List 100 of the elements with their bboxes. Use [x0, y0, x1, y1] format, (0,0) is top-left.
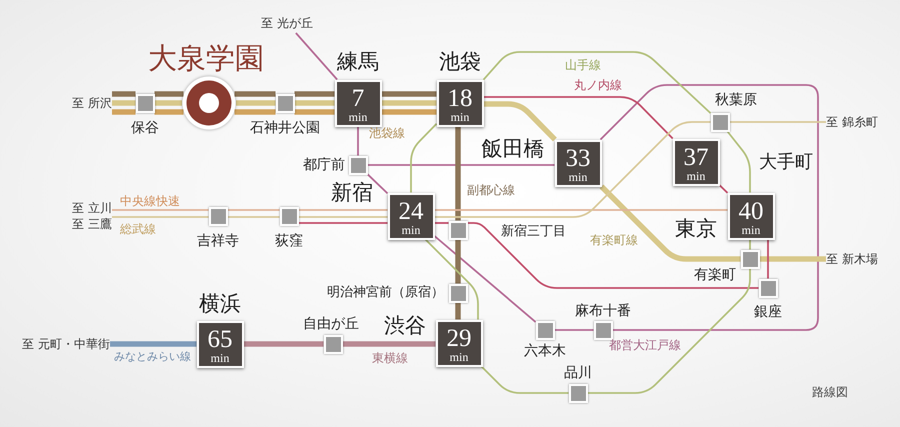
line-name-label: 都営大江戸線 — [609, 338, 681, 352]
line-name-label: 東横線 — [372, 351, 408, 365]
rail-line — [112, 216, 208, 218]
station-name: 渋谷 — [384, 314, 426, 338]
station-name: 自由が丘 — [303, 316, 359, 332]
destination-label: 至 光が丘 — [261, 13, 313, 33]
rail-line — [726, 130, 751, 192]
station-name: 池袋 — [439, 50, 481, 74]
station-name: 飯田橋 — [482, 138, 544, 160]
rail-line — [228, 216, 280, 218]
station-name: 有楽町 — [694, 267, 736, 283]
station-name: 銀座 — [754, 304, 782, 320]
line-name-label: 副都心線 — [467, 183, 515, 197]
line-name-label: 丸ノ内線 — [574, 78, 622, 92]
station-name: 秋葉原 — [715, 92, 757, 108]
station-name: 横浜 — [199, 292, 241, 316]
destination-label: 至 所沢 — [72, 93, 112, 113]
station-name: 保谷 — [131, 120, 159, 136]
station-name: 石神井公園 — [250, 120, 320, 136]
station-name: 都庁前 — [303, 157, 345, 173]
rail-line — [357, 126, 359, 156]
station-name: 新宿三丁目 — [501, 224, 566, 240]
rail-line — [455, 126, 461, 220]
rail-line — [294, 109, 334, 115]
rail-line — [600, 84, 819, 331]
rail-line — [228, 209, 280, 211]
station-name: 練馬 — [337, 50, 379, 74]
rail-line — [294, 91, 334, 97]
rail-line — [382, 91, 436, 97]
rail-line — [434, 121, 710, 218]
rail-line — [234, 91, 276, 97]
rail-line — [760, 256, 826, 262]
rail-line — [455, 302, 461, 320]
station-name: 品川 — [564, 365, 592, 381]
map-caption: 路線図 — [812, 385, 848, 399]
line-name-label: 有楽町線 — [590, 233, 638, 247]
rail-line — [298, 209, 388, 211]
travel-time-box: 65 min — [196, 320, 244, 368]
line-name-label: 山手線 — [565, 58, 601, 72]
rail-line — [730, 121, 826, 123]
rail-line — [244, 341, 324, 347]
rail-line — [434, 235, 536, 323]
rail-line — [294, 100, 334, 106]
rail-line — [368, 164, 554, 166]
rail-line — [382, 100, 436, 106]
rail-line — [298, 216, 388, 218]
station-name: 明治神宮前（原宿） — [327, 285, 444, 301]
rail-line — [480, 366, 568, 394]
travel-time-box: 7 min — [334, 80, 382, 126]
rail-line — [434, 222, 448, 224]
travel-time-box: 37 min — [672, 138, 720, 186]
rail-line — [410, 123, 438, 192]
line-name-label: 池袋線 — [369, 126, 405, 140]
rail-line — [112, 100, 136, 106]
rail-line — [767, 240, 769, 278]
rail-line — [112, 91, 136, 97]
rail-line — [342, 341, 436, 347]
rail-line — [468, 222, 758, 289]
rail-line — [455, 240, 461, 284]
rail-line — [588, 268, 751, 394]
rail-line — [600, 184, 740, 262]
station-name: 荻窪 — [275, 233, 303, 249]
travel-time-box: 40 min — [728, 192, 774, 240]
travel-time-box: 29 min — [436, 320, 482, 366]
rail-line — [482, 51, 712, 114]
station-name: 新宿 — [331, 182, 373, 204]
station-name: 大手町 — [759, 150, 813, 174]
travel-time-box: 33 min — [554, 140, 602, 186]
rail-line — [154, 109, 184, 115]
rail-line — [112, 209, 208, 211]
line-name-label: 中央線快速 — [120, 194, 180, 208]
destination-label: 至 錦糸町 — [826, 112, 878, 132]
station-name: 東京 — [675, 218, 717, 240]
line-name-label: 総武線 — [120, 222, 156, 236]
rail-line — [295, 32, 338, 80]
rail-line — [484, 96, 674, 140]
rail-line — [298, 222, 388, 224]
station-name: 大泉学園 — [148, 42, 264, 74]
rail-line — [154, 91, 184, 97]
travel-time-box: 18 min — [436, 80, 484, 126]
rail-line — [749, 240, 751, 250]
rail-line — [110, 341, 196, 347]
rail-line — [434, 209, 728, 211]
rail-line — [234, 109, 276, 115]
rail-line — [236, 100, 276, 106]
rail-line — [112, 109, 136, 115]
rail-line — [484, 101, 557, 142]
destination-label: 至 新木場 — [826, 249, 878, 269]
station-name: 吉祥寺 — [197, 233, 239, 249]
rail-line — [154, 100, 182, 106]
destination-label: 至 元町・中華街 — [22, 334, 110, 354]
travel-time-box: 24 min — [388, 192, 434, 240]
rail-line — [366, 174, 388, 194]
station-name: 六本木 — [524, 343, 566, 359]
rail-line — [424, 238, 479, 320]
station-name: 麻布十番 — [575, 303, 631, 319]
line-name-label: みなとみらい線 — [114, 350, 191, 364]
rail-line — [718, 184, 728, 194]
rail-line — [554, 329, 594, 331]
rail-line — [382, 109, 436, 115]
